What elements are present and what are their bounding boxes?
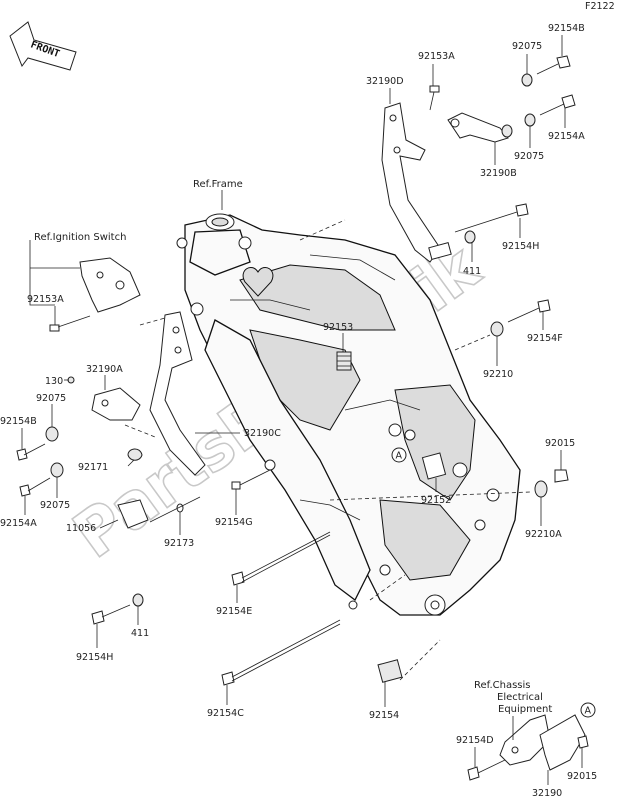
part-label: 92210 <box>483 369 513 380</box>
bolt-92154e <box>231 531 331 586</box>
main-frame <box>176 213 521 616</box>
washer-92075-top <box>521 73 533 87</box>
marker-a-frame: A <box>391 447 407 463</box>
part-label: 92075 <box>512 41 542 52</box>
part-label: 92171 <box>78 462 108 473</box>
part-label: 92015 <box>545 438 575 449</box>
ref-ignition-label: Ref.Ignition Switch <box>34 232 126 243</box>
diagram-code: F2122 <box>585 1 615 12</box>
part-label: 92153A <box>27 294 64 305</box>
part-label: 92154F <box>527 333 563 344</box>
part-label: 92015 <box>567 771 597 782</box>
bracket-32190b <box>447 112 509 143</box>
part-label: 32190 <box>532 788 562 799</box>
part-label: 130 <box>45 376 63 387</box>
bolt-92154h-left <box>91 593 144 625</box>
part-label: 92075 <box>40 500 70 511</box>
bolt-92154a-left <box>19 477 51 497</box>
part-label: 11056 <box>66 523 96 534</box>
part-label: 92075 <box>514 151 544 162</box>
marker-a-detail: A <box>580 702 596 718</box>
bolt-92153a-left <box>49 315 91 332</box>
part-label: 32190C <box>244 428 281 439</box>
ref-frame-label: Ref.Frame <box>193 179 243 190</box>
part-label: 92154C <box>207 708 244 719</box>
part-label: 411 <box>131 628 149 639</box>
marker-a-label: A <box>396 451 403 462</box>
bracket-32190c <box>149 311 206 476</box>
part-label: 92154H <box>76 652 113 663</box>
bracket-32190a <box>91 387 141 421</box>
bolt-92173 <box>149 496 201 523</box>
reference-labels: Ref.Frame Ref.Ignition Switch Ref.Chassi… <box>34 179 552 715</box>
leader-lines <box>21 35 583 785</box>
part-number-labels: 92154B 92075 92153A 32190D 92154A 92075 … <box>0 23 597 799</box>
marker-a2-label: A <box>585 706 592 717</box>
washer-411-right <box>428 230 476 260</box>
bolt-92153a-top <box>429 85 440 111</box>
bolt-92154b-top <box>536 55 571 75</box>
part-label: 32190B <box>480 168 517 179</box>
part-label: 32190A <box>86 364 123 375</box>
bolt-92154c <box>221 619 341 686</box>
bracket-32190d <box>381 102 441 263</box>
bolt-92154h-right <box>454 203 529 233</box>
collar-92152 <box>421 452 447 480</box>
part-label: 92154H <box>502 241 539 252</box>
clip-92171 <box>127 448 143 461</box>
washer-92075-mid <box>501 113 536 138</box>
part-label: 92153A <box>418 51 455 62</box>
part-label: 92154G <box>215 517 253 528</box>
part-label: 92075 <box>36 393 66 404</box>
part-label: 92154A <box>0 518 37 529</box>
bolt-92154a-top <box>539 94 576 116</box>
part-label: 92154 <box>369 710 399 721</box>
front-arrow-icon: FRONT <box>9 21 77 71</box>
part-label: 92152 <box>421 495 451 506</box>
collar-92154 <box>377 659 403 683</box>
ref-chassis-label-3: Equipment <box>498 704 552 715</box>
part-label: 92154D <box>456 735 494 746</box>
bolt-92154b-left <box>16 443 46 461</box>
alignment-lines <box>124 219 531 681</box>
part-label: 92154E <box>216 606 252 617</box>
part-label: 32190D <box>366 76 404 87</box>
washer-92075-left <box>45 426 64 478</box>
part-label: 92210A <box>525 529 562 540</box>
part-label: 92154B <box>548 23 585 34</box>
part-label: 92154B <box>0 416 37 427</box>
nut-92015-right <box>534 469 569 498</box>
ref-chassis-label-2: Electrical <box>497 692 543 703</box>
part-label: 92154A <box>548 131 585 142</box>
part-label: 92173 <box>164 538 194 549</box>
part-label: 411 <box>463 266 481 277</box>
part-label: 92153 <box>323 322 353 333</box>
bracket-11056 <box>117 499 149 529</box>
ref-chassis-label-1: Ref.Chassis <box>474 680 530 691</box>
collar-92153 <box>336 351 352 371</box>
bracket-ignition-switch <box>79 257 141 313</box>
bolt-92154f <box>490 299 551 337</box>
detail-bracket-32190 <box>467 714 589 781</box>
